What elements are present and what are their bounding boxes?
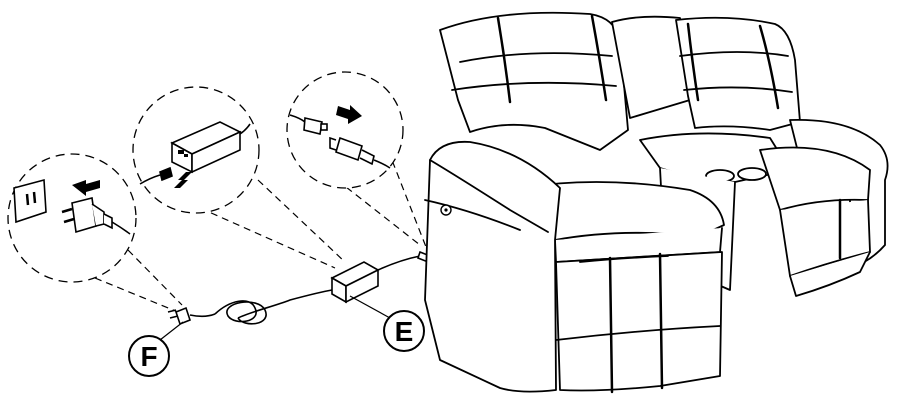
power-cable [168, 252, 430, 324]
detail-circle-connector [287, 72, 403, 188]
callout-leaders [160, 296, 390, 340]
callout-f: F [129, 336, 169, 376]
left-arm [425, 142, 560, 392]
detail-circle-adapter [133, 87, 259, 213]
callout-e: E [384, 311, 424, 351]
detail-circle-outlet [8, 154, 136, 282]
left-back-cushion [440, 13, 628, 150]
cup-holder-right [738, 168, 766, 180]
reclining-loveseat [425, 13, 888, 392]
callout-e-label: E [395, 316, 414, 347]
callout-f-label: F [140, 341, 157, 372]
